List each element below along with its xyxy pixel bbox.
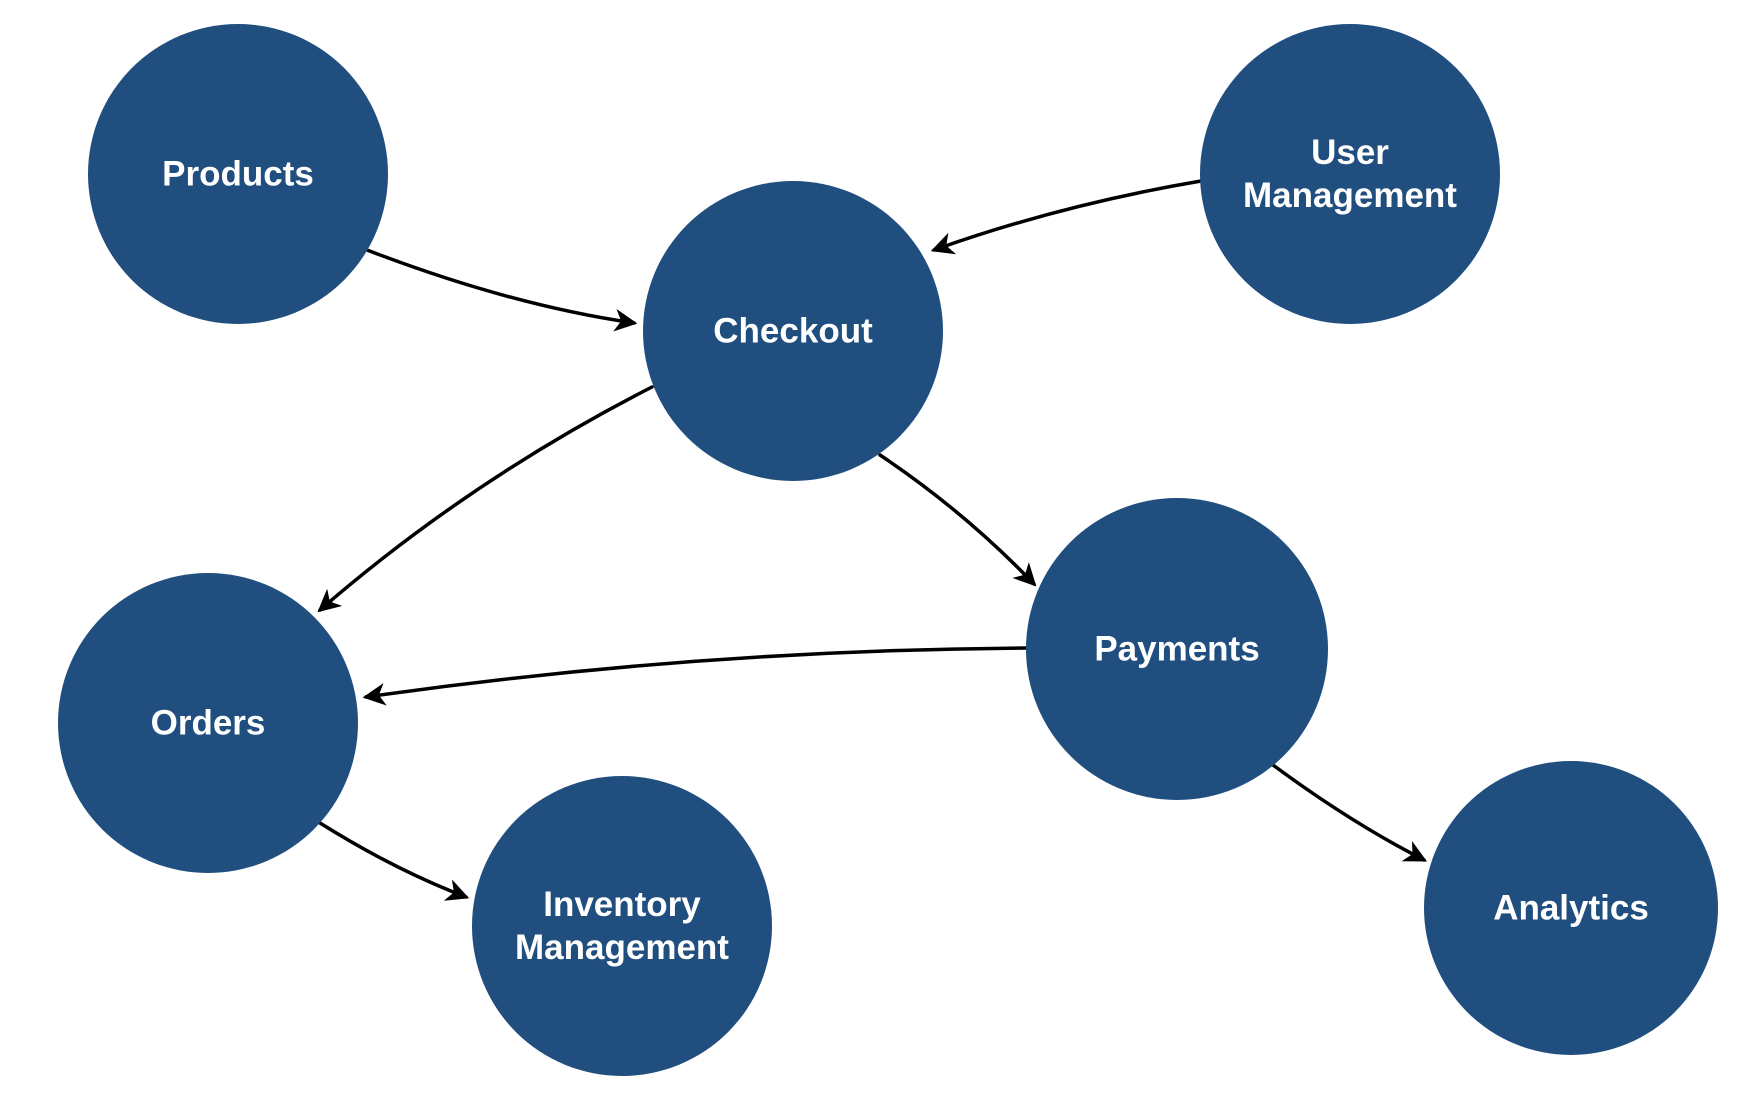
node-circle-user-management bbox=[1200, 24, 1500, 324]
node-circle-inventory-management bbox=[472, 776, 772, 1076]
edges-layer bbox=[317, 179, 1428, 901]
edge-checkout-to-payments bbox=[878, 453, 1037, 587]
node-label-analytics: Analytics bbox=[1493, 889, 1649, 928]
edge-checkout-to-orders bbox=[317, 385, 654, 613]
node-label-products: Products bbox=[162, 155, 314, 194]
edge-products-to-checkout bbox=[365, 248, 638, 332]
node-label-payments: Payments bbox=[1094, 630, 1259, 669]
node-checkout: Checkout bbox=[643, 181, 943, 481]
edge-payments-to-analytics bbox=[1271, 763, 1428, 862]
edge-user-management-to-checkout bbox=[930, 179, 1203, 255]
node-payments: Payments bbox=[1026, 498, 1328, 800]
node-circle-checkout bbox=[643, 181, 943, 481]
node-circle-orders bbox=[58, 573, 358, 873]
node-label-orders: Orders bbox=[151, 704, 266, 743]
node-products: Products bbox=[88, 24, 388, 324]
edge-orders-to-inventory-management bbox=[318, 821, 470, 901]
edge-payments-to-orders bbox=[362, 646, 1030, 706]
node-circle-analytics bbox=[1424, 761, 1718, 1055]
node-circle-products bbox=[88, 24, 388, 324]
node-circle-payments bbox=[1026, 498, 1328, 800]
node-orders: Orders bbox=[58, 573, 358, 873]
node-label-checkout: Checkout bbox=[713, 312, 873, 351]
node-analytics: Analytics bbox=[1424, 761, 1718, 1055]
